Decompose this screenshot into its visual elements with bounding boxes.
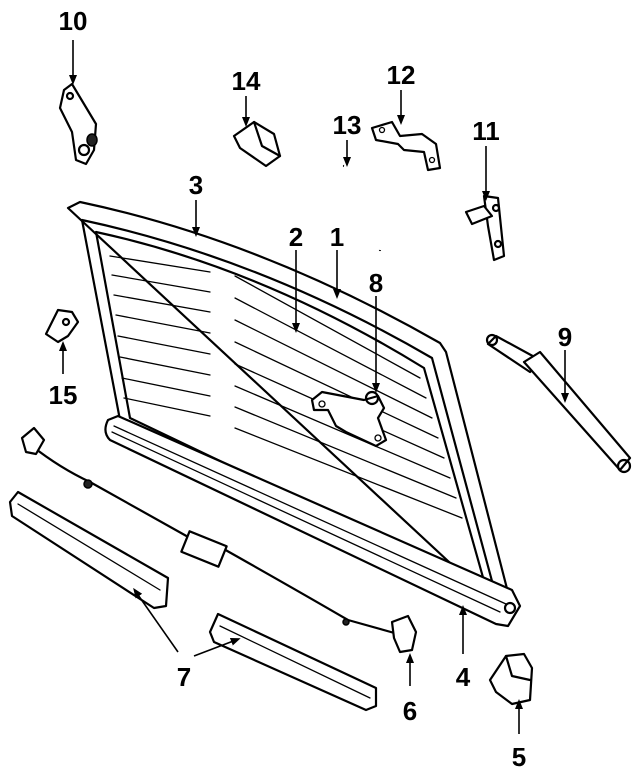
liftgate-glass-assembly[interactable] <box>66 200 514 616</box>
trim-molding-lower <box>208 612 378 712</box>
callout-13: 13 <box>333 110 362 140</box>
callout-10: 10 <box>59 6 88 36</box>
lower-channel-end-cap <box>503 601 517 615</box>
leader-lines <box>59 40 569 734</box>
release-cable[interactable] <box>20 426 418 654</box>
strut-cylinder <box>522 350 632 472</box>
callout-3: 3 <box>189 170 203 200</box>
glass-frame-outer <box>66 200 514 616</box>
corner-bracket[interactable] <box>488 652 534 706</box>
callout-15: 15 <box>49 380 78 410</box>
corner-bracket-body <box>488 652 534 706</box>
bracket-body <box>370 120 442 172</box>
cable-end-right <box>390 614 418 654</box>
callout-2: 2 <box>289 222 303 252</box>
callout-11: 11 <box>472 116 500 146</box>
callout-8: 8 <box>369 268 383 298</box>
gas-strut[interactable] <box>485 333 632 474</box>
glass-frame-inner <box>80 218 498 598</box>
lower-channel[interactable] <box>104 414 522 628</box>
hinge-body <box>58 82 98 166</box>
mounting-bracket[interactable] <box>370 120 442 172</box>
glass-pane <box>94 230 488 590</box>
cable-end-left <box>20 426 46 456</box>
trim-clip[interactable] <box>44 308 80 344</box>
callout-14: 14 <box>232 66 261 96</box>
callout-9: 9 <box>558 322 572 352</box>
callout-numbers: 10 14 12 13 11 3 2 1 8 9 15 4 5 6 7 <box>49 6 573 772</box>
callout-1: 1 <box>330 222 344 252</box>
callout-7: 7 <box>177 662 191 692</box>
hinge[interactable] <box>58 82 98 166</box>
trim-molding-upper <box>8 490 170 610</box>
stop-bumper[interactable] <box>232 120 282 168</box>
latch[interactable] <box>310 390 388 448</box>
trim-moldings[interactable] <box>8 490 378 712</box>
hinge-bracket[interactable] <box>464 194 506 262</box>
callout-5: 5 <box>512 742 526 772</box>
callout-6: 6 <box>403 696 417 726</box>
washer-hose[interactable] <box>342 163 385 252</box>
latch-body <box>310 390 388 448</box>
cable-connector <box>180 530 228 568</box>
callout-4: 4 <box>456 662 471 692</box>
callout-12: 12 <box>387 60 416 90</box>
clip-body <box>44 308 80 344</box>
